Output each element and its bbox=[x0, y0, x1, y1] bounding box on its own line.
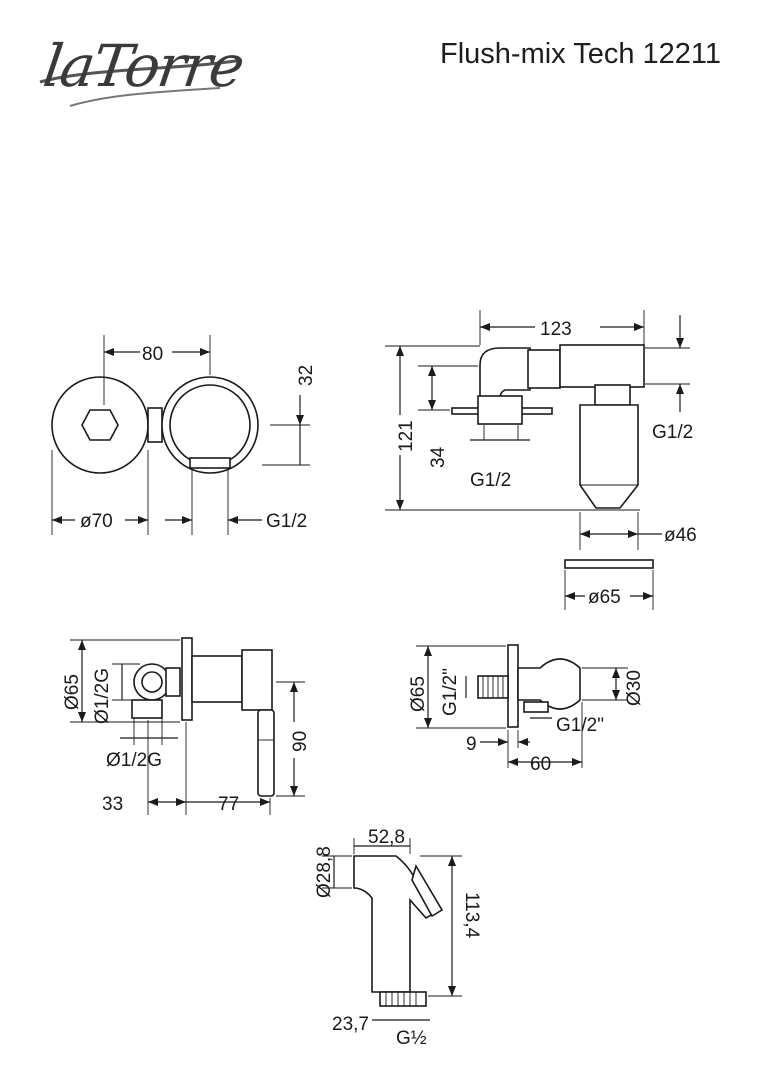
dim-length: 123 bbox=[540, 319, 572, 340]
outlet-view: Ø65 G1/2" G1/2" Ø30 9 60 bbox=[408, 644, 645, 775]
lever-handle bbox=[257, 709, 275, 797]
dim-plate: Ø65 bbox=[62, 674, 83, 710]
wall-plate bbox=[507, 644, 519, 728]
dim-height: 90 bbox=[290, 731, 311, 752]
brand-logo: laTorre bbox=[30, 10, 250, 120]
valve-cap-inner bbox=[169, 384, 251, 466]
connector-neck bbox=[594, 384, 631, 406]
dim-offset: 9 bbox=[466, 734, 477, 755]
dim-outlet: Ø1/2G bbox=[106, 750, 162, 771]
pipe-nut bbox=[527, 349, 561, 389]
cover-plate-side bbox=[564, 559, 654, 569]
dim-length: 60 bbox=[530, 754, 551, 775]
side-view: 123 121 34 G1/2 G1/2 ø46 bbox=[385, 310, 697, 610]
cartridge-body bbox=[579, 404, 639, 509]
connector-block bbox=[147, 407, 163, 443]
dim-base: 23,7 bbox=[332, 1014, 369, 1035]
dim-thread: G½ bbox=[396, 1028, 427, 1049]
dim-offset: 33 bbox=[102, 794, 123, 815]
mixer-body bbox=[191, 655, 243, 703]
side-thread bbox=[523, 701, 549, 713]
spray-trigger bbox=[411, 863, 444, 918]
dim-diameter: Ø30 bbox=[624, 670, 645, 706]
dim-height: 121 bbox=[396, 420, 417, 452]
valve-body bbox=[559, 344, 645, 388]
dim-diameter: ø70 bbox=[80, 511, 113, 532]
front-view: 80 32 ø70 G1/2 bbox=[51, 335, 317, 535]
spray-thread bbox=[379, 991, 427, 1007]
mixer-view: Ø65 Ø1/2G Ø1/2G 90 33 77 bbox=[62, 637, 311, 815]
spray-head bbox=[353, 855, 442, 993]
dim-thread-left: G1/2 bbox=[470, 470, 511, 491]
product-title: Flush-mix Tech 12211 bbox=[440, 38, 722, 70]
dim-thread-right: G1/2 bbox=[652, 422, 693, 443]
hex-nut bbox=[81, 409, 119, 441]
dim-plate: Ø65 bbox=[408, 676, 429, 712]
inlet-fitting bbox=[477, 395, 523, 425]
dim-thread: G1/2 bbox=[266, 511, 307, 532]
dim-thread-side: G1/2" bbox=[556, 715, 604, 736]
dim-plate-diameter: ø65 bbox=[588, 587, 621, 608]
dim-head-width: 52,8 bbox=[368, 827, 405, 848]
logo-swoosh bbox=[39, 58, 243, 107]
dim-body-diameter: ø46 bbox=[664, 525, 697, 546]
dim-thread-top: G1/2" bbox=[440, 668, 461, 716]
dim-depth: 34 bbox=[428, 446, 449, 468]
dim-length: 77 bbox=[218, 794, 239, 815]
dim-inlet: Ø1/2G bbox=[92, 668, 113, 724]
outlet-stub bbox=[189, 457, 231, 469]
inlet-stub bbox=[131, 699, 163, 719]
spray-view: 52,8 Ø28,8 113,4 23,7 G½ bbox=[314, 827, 482, 1049]
dim-width: 80 bbox=[142, 344, 163, 365]
inlet-nut bbox=[165, 667, 181, 697]
dim-height: 32 bbox=[296, 365, 317, 386]
dim-length: 113,4 bbox=[461, 892, 482, 939]
wall-plate bbox=[181, 637, 193, 721]
lever-hub bbox=[241, 649, 273, 711]
dim-head-diameter: Ø28,8 bbox=[314, 846, 335, 898]
